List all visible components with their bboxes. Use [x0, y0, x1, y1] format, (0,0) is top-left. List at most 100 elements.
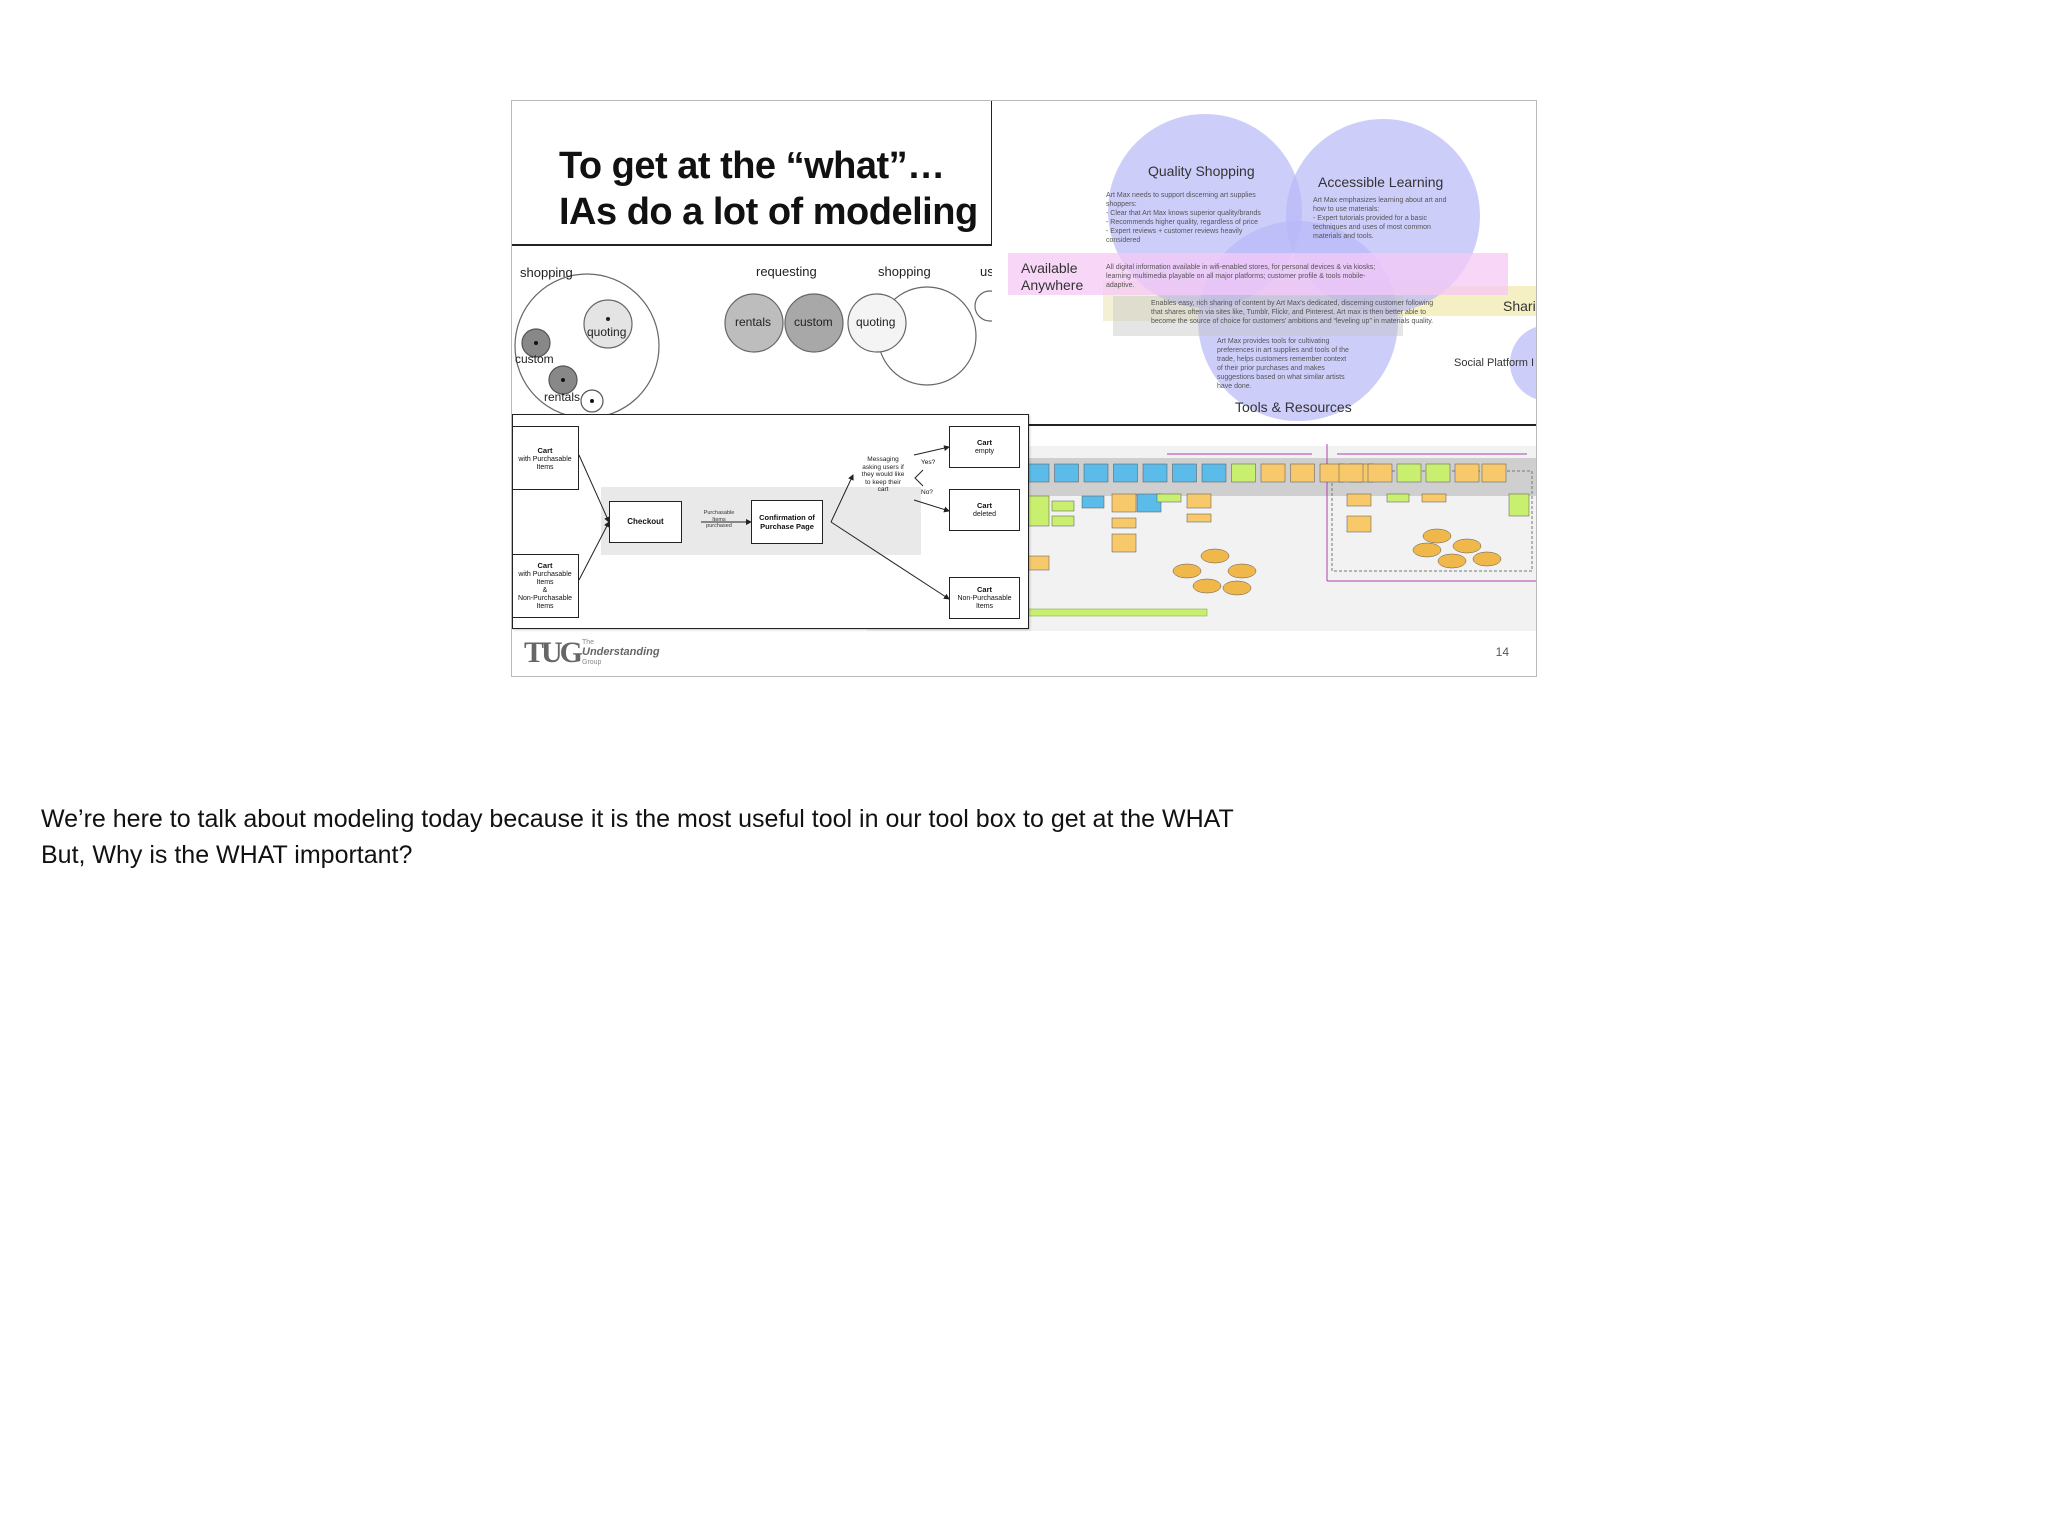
- tug-mark: TUG: [524, 636, 583, 669]
- label-quoting-big: quoting: [856, 315, 896, 329]
- learning-title: Accessible Learning: [1318, 174, 1444, 190]
- rentals-circle-big: [724, 293, 784, 353]
- understanding-group-logo: TUG The Understanding Group: [524, 636, 684, 672]
- swim-card: [1186, 493, 1212, 509]
- swim-card: [1172, 463, 1197, 483]
- page-number: 14: [1495, 645, 1509, 659]
- label-custom-big: custom: [794, 315, 833, 329]
- sharing-body: Enables easy, rich sharing of content by…: [1151, 300, 1434, 325]
- title-divider: [512, 244, 992, 246]
- venn-graphic: [1008, 114, 1536, 421]
- bubble-model-panel: shopping requesting shopping us quoting …: [512, 246, 992, 416]
- swim-card: [1338, 463, 1364, 483]
- swim-card: [1054, 463, 1079, 483]
- quality-body: Art Max needs to support discerning art …: [1106, 192, 1261, 244]
- swim-card: [1083, 463, 1109, 483]
- notes-line1: We’re here to talk about modeling today …: [41, 805, 1234, 833]
- swim-card: [1346, 493, 1372, 507]
- swim-oval: [1222, 580, 1252, 596]
- swim-card: [1386, 493, 1410, 503]
- label-shopping-1: shopping: [520, 265, 573, 280]
- slide-title-line2: IAs do a lot of modeling: [559, 191, 978, 233]
- swim-card: [1081, 495, 1105, 509]
- slide: To get at the “what”… IAs do a lot of mo…: [511, 100, 1537, 677]
- logo-line1: The: [582, 639, 595, 646]
- label-rentals-big: rentals: [735, 315, 772, 329]
- swim-oval: [1192, 578, 1222, 594]
- swim-card: [1113, 463, 1138, 483]
- swim-card: [1136, 493, 1162, 513]
- label-shopping-2: shopping: [878, 264, 931, 279]
- slide-title-line1: To get at the “what”…: [559, 145, 945, 187]
- swim-oval: [1412, 542, 1442, 558]
- swim-card: [1142, 463, 1168, 483]
- swim-card: [1425, 463, 1451, 483]
- swim-card: [1231, 463, 1256, 483]
- logo-line2: Understanding: [582, 646, 660, 658]
- swim-card: [1396, 463, 1422, 483]
- logo-line3: Group: [582, 659, 602, 666]
- swim-card: [1346, 515, 1372, 533]
- sharing-title: Shari: [1503, 298, 1536, 314]
- label-cut: us: [980, 264, 992, 279]
- social-title: Social Platform I: [1454, 357, 1535, 369]
- swim-card: [1051, 500, 1075, 512]
- swim-card: [1201, 463, 1227, 483]
- swim-card: [1111, 533, 1137, 553]
- quoting-circle-small: [583, 299, 633, 349]
- quality-title: Quality Shopping: [1148, 163, 1255, 179]
- swim-card: [1290, 463, 1315, 483]
- tools-title: Tools & Resources: [1235, 399, 1352, 415]
- swim-card: [1454, 463, 1480, 483]
- swim-card: [1481, 463, 1507, 483]
- swim-card: [1508, 493, 1530, 517]
- cut-circle: [974, 290, 992, 322]
- title-panel: To get at the “what”… IAs do a lot of mo…: [512, 101, 992, 246]
- checkout-box: Checkout: [609, 501, 682, 543]
- swimlane-cards: [1024, 463, 1530, 596]
- available-body: All digital information available in wif…: [1106, 264, 1376, 289]
- sharing-gray: [1113, 296, 1403, 336]
- no-label: No?: [921, 489, 933, 496]
- yes-label: Yes?: [921, 459, 936, 466]
- available-band: [1008, 253, 1508, 295]
- custom-circle-big: [784, 293, 844, 353]
- notes-line2: But, Why is the WHAT important?: [41, 841, 413, 869]
- social-circle: [1510, 326, 1536, 400]
- label-custom-small: custom: [515, 352, 554, 366]
- swim-card: [1111, 517, 1137, 529]
- swim-oval: [1422, 528, 1452, 544]
- swim-oval: [1227, 563, 1257, 579]
- swim-card: [1367, 463, 1393, 483]
- swim-oval: [1472, 551, 1502, 567]
- swim-oval: [1452, 538, 1482, 554]
- learning-body: Art Max emphasizes learning about art an…: [1313, 197, 1447, 240]
- rentals-dot-mid: [561, 378, 565, 382]
- label-rentals-small: rentals: [544, 390, 581, 404]
- swim-oval: [1437, 553, 1467, 569]
- swim-oval: [1172, 563, 1202, 579]
- swim-oval: [1200, 548, 1230, 564]
- swim-card: [1186, 513, 1212, 523]
- swim-card: [1156, 493, 1182, 503]
- slide-title: To get at the “what”… IAs do a lot of mo…: [559, 143, 978, 235]
- rentals-dot-small: [590, 399, 594, 403]
- swim-card: [1051, 515, 1075, 527]
- quoting-circle-big: [847, 293, 907, 353]
- label-quoting-small: quoting: [587, 325, 627, 339]
- speaker-notes: We’re here to talk about modeling today …: [41, 801, 1234, 873]
- swim-card: [1421, 493, 1447, 503]
- label-requesting: requesting: [756, 264, 817, 279]
- swim-card: [1111, 493, 1137, 513]
- custom-dot: [534, 341, 538, 345]
- quoting-dot: [606, 317, 610, 321]
